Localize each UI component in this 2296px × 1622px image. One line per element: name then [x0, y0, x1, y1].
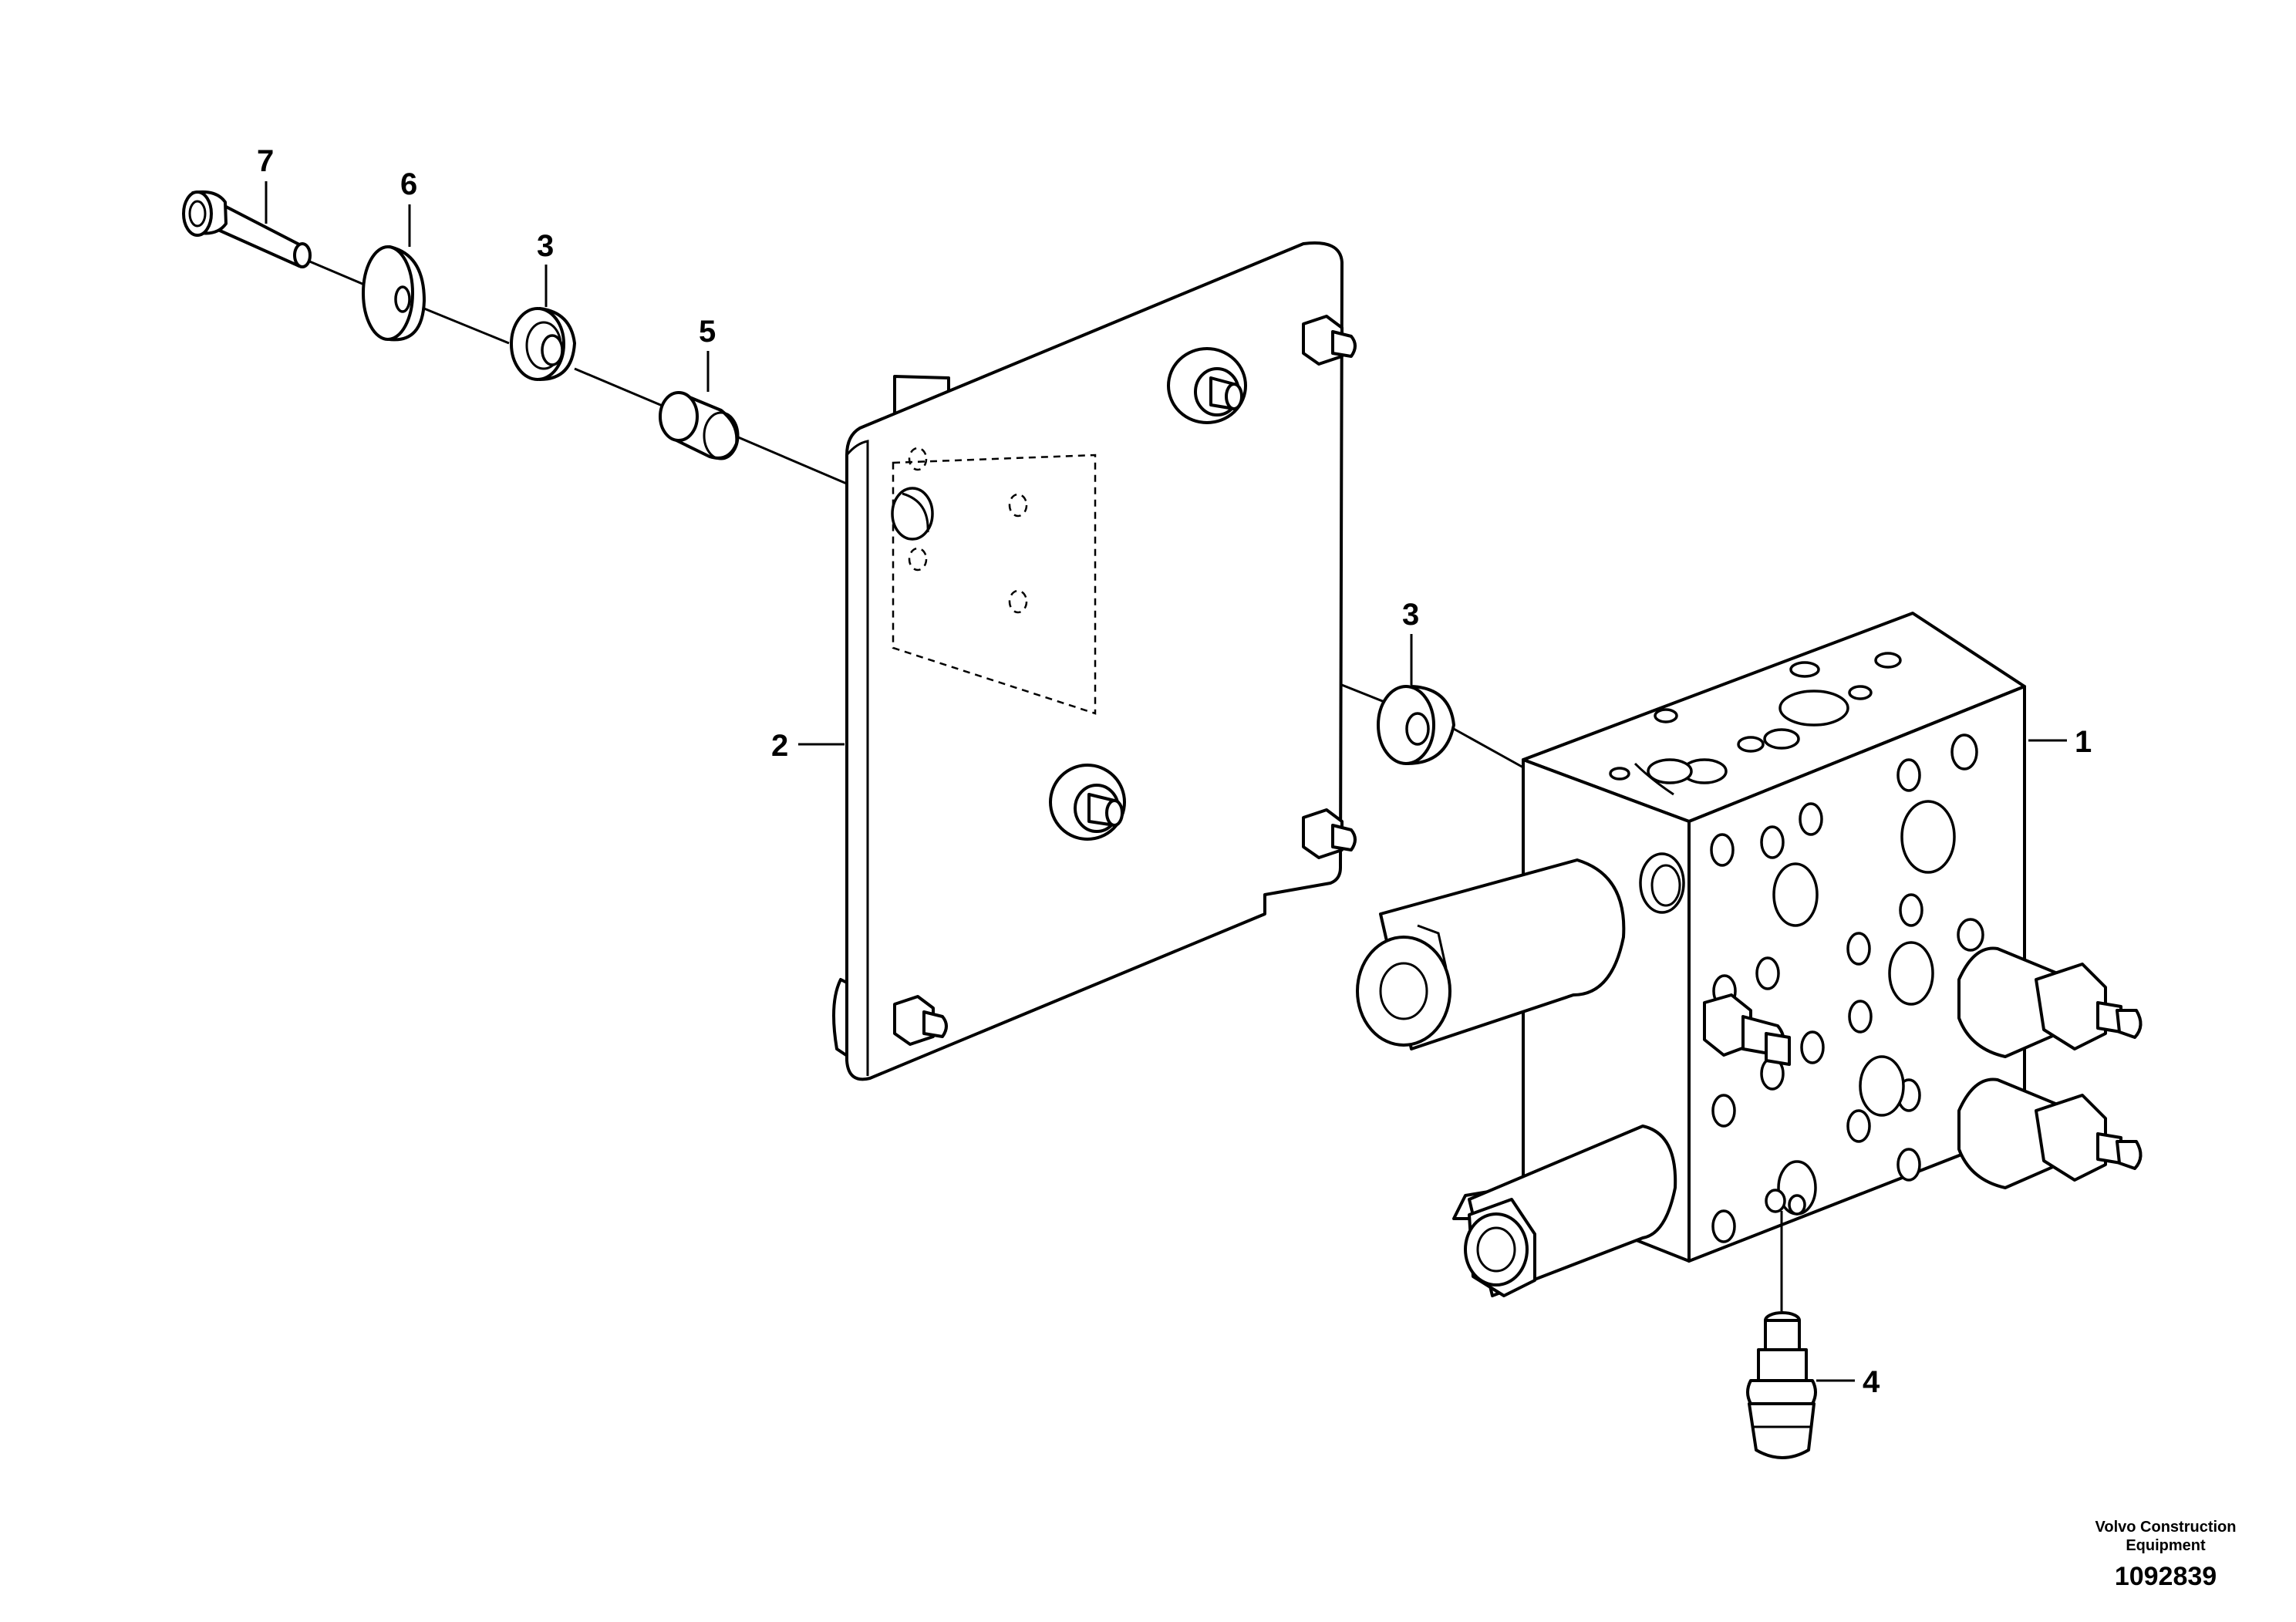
callout-2: 2: [771, 729, 788, 763]
plate-nut-mid-right: [1302, 808, 1357, 859]
callout-1: 1: [2075, 725, 2092, 759]
item-3-spacer-upper: [510, 307, 576, 381]
item-5-sleeve: [659, 391, 740, 460]
plate-nut-top-right: [1302, 315, 1357, 366]
item-7-bolt: [182, 190, 312, 268]
callout-leaders: [265, 181, 2067, 1382]
brand-line-1: Volvo Construction: [2095, 1519, 2237, 1536]
item-2-mounting-plate: [832, 241, 1357, 1081]
solenoid-lower: [1452, 1125, 1677, 1297]
front-adjuster-nut: [1703, 993, 1791, 1066]
callout-3-lower: 3: [1402, 598, 1419, 632]
drawing-number: 1092839: [2115, 1562, 2217, 1591]
brand-line-2: Equipment: [2126, 1537, 2206, 1554]
cartridge-right-lower: [1957, 1077, 2143, 1189]
plate-stud-upper: [1167, 347, 1247, 424]
cartridge-right-upper: [1957, 946, 2143, 1058]
plate-nut-bottom-left: [893, 995, 948, 1046]
callout-3-upper: 3: [537, 229, 554, 263]
plate-stud-lower: [1049, 764, 1126, 841]
item-3-washer-lower: [1377, 685, 1455, 765]
item-1-valve-block: [1356, 612, 2143, 1297]
callout-6: 6: [400, 167, 417, 201]
item-6-washer: [362, 245, 426, 342]
callout-5: 5: [699, 315, 716, 349]
callout-4: 4: [1863, 1365, 1880, 1399]
item-4-sensor: [1746, 1211, 1817, 1459]
solenoid-upper: [1356, 858, 1626, 1050]
callout-7: 7: [257, 144, 274, 178]
